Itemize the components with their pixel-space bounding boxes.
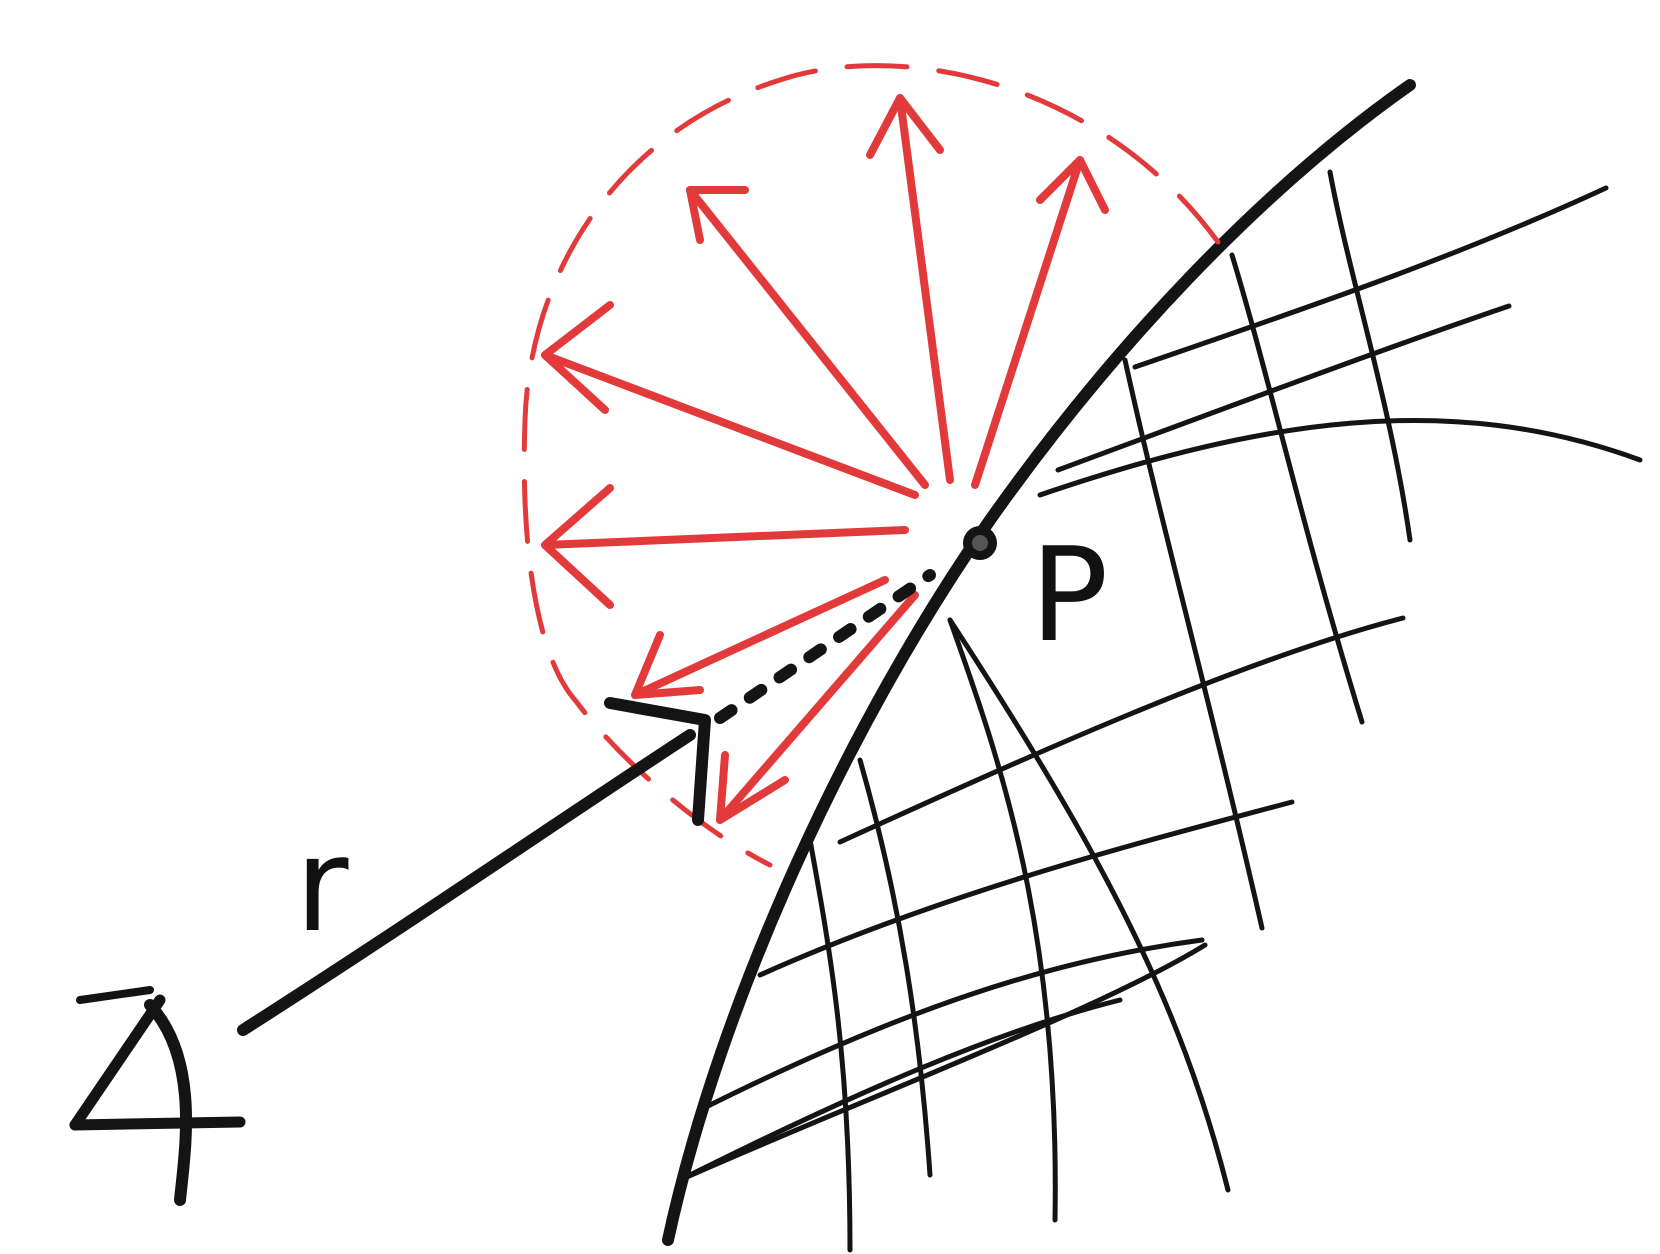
emission-arrow xyxy=(541,301,919,499)
emission-arrow xyxy=(631,576,889,699)
surface-grid xyxy=(677,169,1643,1253)
emission-arrow xyxy=(866,94,954,484)
point-p-marker xyxy=(963,526,997,560)
eye-sketch-icon xyxy=(69,986,246,1206)
emission-arrow xyxy=(541,484,909,609)
emission-arrow xyxy=(971,156,1109,489)
emission-arrows xyxy=(541,94,1109,824)
dotted-line xyxy=(714,569,936,724)
dashed-hemisphere xyxy=(521,63,1221,868)
distance-label: r xyxy=(295,809,349,961)
point-label: P xyxy=(1030,519,1108,671)
emission-arrow xyxy=(716,591,919,824)
emission-arrow xyxy=(686,186,929,489)
view-ray xyxy=(237,697,711,1036)
